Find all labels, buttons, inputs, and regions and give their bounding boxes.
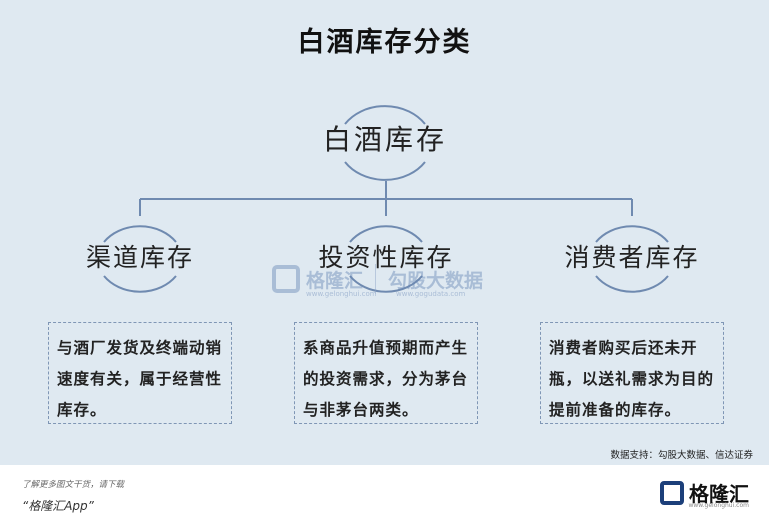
child3-arc-top (595, 225, 669, 243)
watermark: 格隆汇 www.gelonghui.com 勾股大数据 www.gogudata… (272, 257, 483, 301)
root-arc-bottom (344, 161, 426, 181)
desc-box-investment: 系商品升值预期而产生的投资需求，分为茅台与非茅台两类。 (294, 322, 478, 424)
watermark-partner: 勾股大数据 (388, 269, 484, 292)
footer-brand-name: 格隆汇 (689, 482, 749, 506)
child3-arc-bottom (595, 275, 669, 293)
diagram-panel (0, 0, 769, 465)
gelonghui-logo-icon (272, 265, 300, 293)
data-source-note: 数据支持：勾股大数据、信达证券 (610, 450, 753, 461)
child1-arc-top (103, 225, 177, 243)
footer-tip: 了解更多图文干货，请下载 (22, 480, 125, 490)
footer-brand: 格隆汇 www.gelonghui.com (660, 478, 749, 509)
desc-box-channel: 与酒厂发货及终端动销速度有关，属于经营性库存。 (48, 322, 232, 424)
footer-brand-url: www.gelonghui.com (688, 502, 749, 509)
watermark-brand: 格隆汇 (306, 269, 364, 292)
connector-lines (103, 105, 669, 293)
watermark-brand-url: www.gelonghui.com (306, 289, 377, 298)
child2-arc-bottom (349, 275, 423, 293)
child1-arc-bottom (103, 275, 177, 293)
child-node-label-consumer: 消费者库存 (564, 243, 700, 272)
child2-arc-top (349, 225, 423, 243)
child-node-label-investment: 投资性库存 (318, 243, 454, 272)
gelonghui-brand-icon (660, 480, 684, 505)
root-node-label: 白酒库存 (322, 123, 447, 156)
watermark-partner-url: www.gogudata.com (396, 289, 466, 298)
root-arc-top (344, 105, 426, 125)
diagram-title: 白酒库存分类 (297, 27, 472, 58)
footer-app-name: “格隆汇App” (22, 499, 94, 513)
desc-box-consumer: 消费者购买后还未开瓶，以送礼需求为目的提前准备的库存。 (540, 322, 724, 424)
child-node-label-channel: 渠道库存 (85, 243, 194, 272)
watermark-divider (375, 264, 377, 294)
